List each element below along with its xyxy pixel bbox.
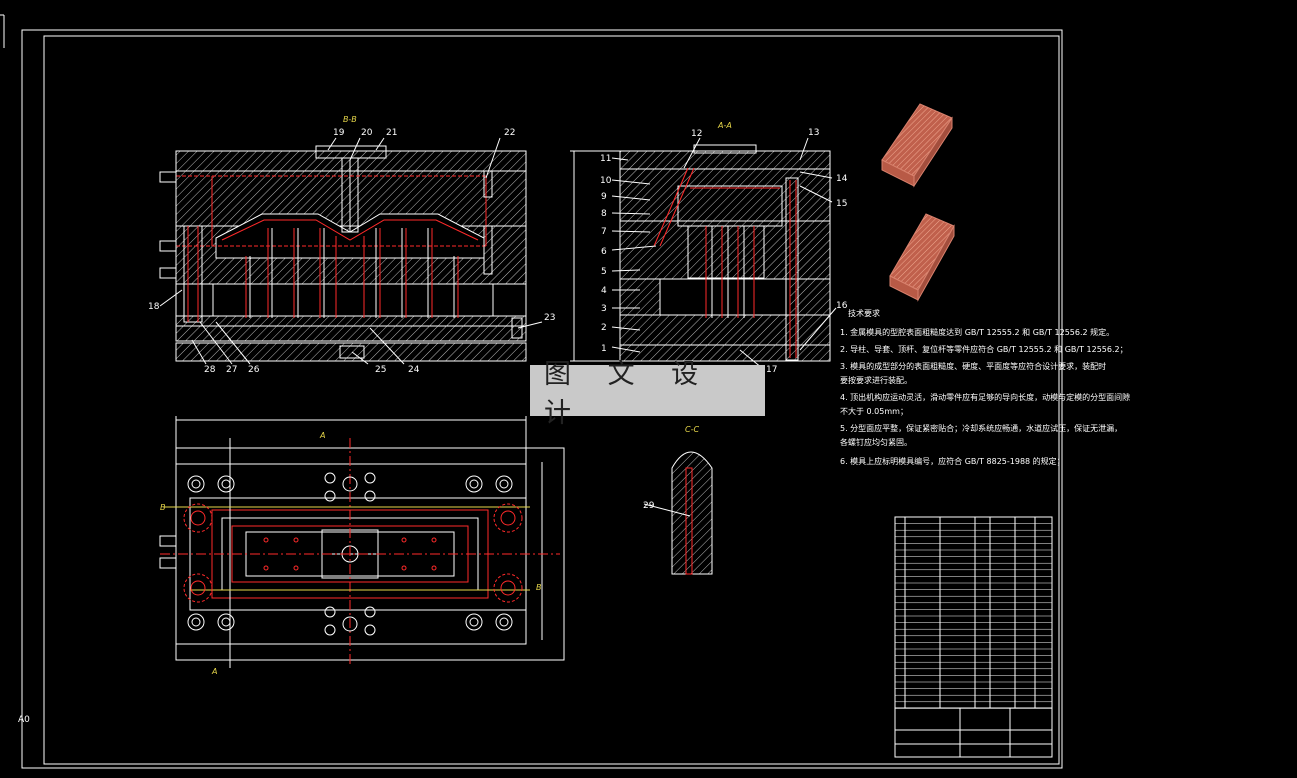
part-number-16: 16 (836, 301, 848, 311)
section-marker-b-left: B (160, 503, 166, 512)
part-number-2: 2 (601, 323, 607, 333)
notes-title: 技术要求 (848, 308, 880, 318)
part-number-12: 12 (691, 129, 702, 139)
part-number-11: 11 (600, 154, 611, 164)
section-aa-view (570, 137, 837, 369)
bom-table (894, 516, 1053, 758)
sheet-inner-border (43, 35, 1060, 765)
part-number-19: 19 (333, 128, 345, 138)
part-number-21: 21 (386, 128, 397, 138)
section-cc-title: C-C (685, 425, 699, 434)
notes-line-3: 3. 模具的成型部分的表面粗糙度、硬度、平面度等应符合设计要求，装配时 (840, 361, 1106, 371)
part-number-29: 29 (643, 501, 655, 511)
part-number-10: 10 (600, 176, 612, 186)
part-number-15: 15 (836, 199, 847, 209)
part-number-8: 8 (601, 209, 607, 219)
part-number-17: 17 (766, 365, 777, 375)
notes-line-7: 5. 分型面应平整，保证紧密贴合；冷却系统应畅通，水道应试压，保证无泄漏， (840, 423, 1122, 433)
watermark-text: 图 文 设 计 (544, 358, 713, 429)
section-bb-title: B-B (343, 115, 357, 124)
part-number-7: 7 (601, 227, 607, 237)
part-number-9: 9 (601, 192, 607, 202)
part-number-23: 23 (544, 313, 555, 323)
part-number-28: 28 (204, 365, 216, 375)
part-number-18: 18 (148, 302, 160, 312)
section-bb-view (159, 137, 543, 365)
part-number-20: 20 (361, 128, 373, 138)
section-aa-title: A-A (717, 121, 732, 130)
section-marker-a-bottom: A (211, 667, 217, 676)
watermark-banner: 图 文 设 计 (530, 359, 765, 429)
part-number-1: 1 (601, 344, 607, 354)
sheet-outer-border (21, 29, 1063, 769)
notes-line-1: 1. 金属模具的型腔表面粗糙度达到 GB/T 12555.2 和 GB/T 12… (840, 327, 1114, 337)
section-marker-b-right: B (536, 583, 542, 592)
detail-cc-view (643, 451, 713, 575)
notes-line-5: 4. 顶出机构应运动灵活，滑动零件应有足够的导向长度，动模与定模的分型面间隙 (840, 392, 1130, 402)
part-number-14: 14 (836, 174, 848, 184)
notes-line-4: 要按要求进行装配。 (840, 375, 912, 385)
notes-line-2: 2. 导柱、导套、顶杆、复位杆等零件应符合 GB/T 12555.2 和 GB/… (840, 344, 1128, 354)
part-number-6: 6 (601, 247, 607, 257)
section-marker-a-top: A (319, 431, 325, 440)
part-number-26: 26 (248, 365, 260, 375)
notes-line-9: 6. 模具上应标明模具编号，应符合 GB/T 8825-1988 的规定； (840, 456, 1065, 466)
iso-part-top-icon (881, 103, 953, 188)
part-number-5: 5 (601, 267, 607, 277)
part-number-3: 3 (601, 304, 607, 314)
notes-line-8: 各螺钉应均匀紧固。 (840, 437, 912, 447)
iso-part-bottom-icon (889, 213, 955, 302)
plan-view (159, 416, 565, 668)
sheet-size-mark: A0 (18, 715, 30, 725)
part-number-27: 27 (226, 365, 237, 375)
part-number-25: 25 (375, 365, 386, 375)
part-number-22: 22 (504, 128, 515, 138)
notes-line-6: 不大于 0.05mm； (840, 406, 908, 416)
part-number-24: 24 (408, 365, 420, 375)
part-number-13: 13 (808, 128, 819, 138)
part-number-4: 4 (601, 286, 607, 296)
